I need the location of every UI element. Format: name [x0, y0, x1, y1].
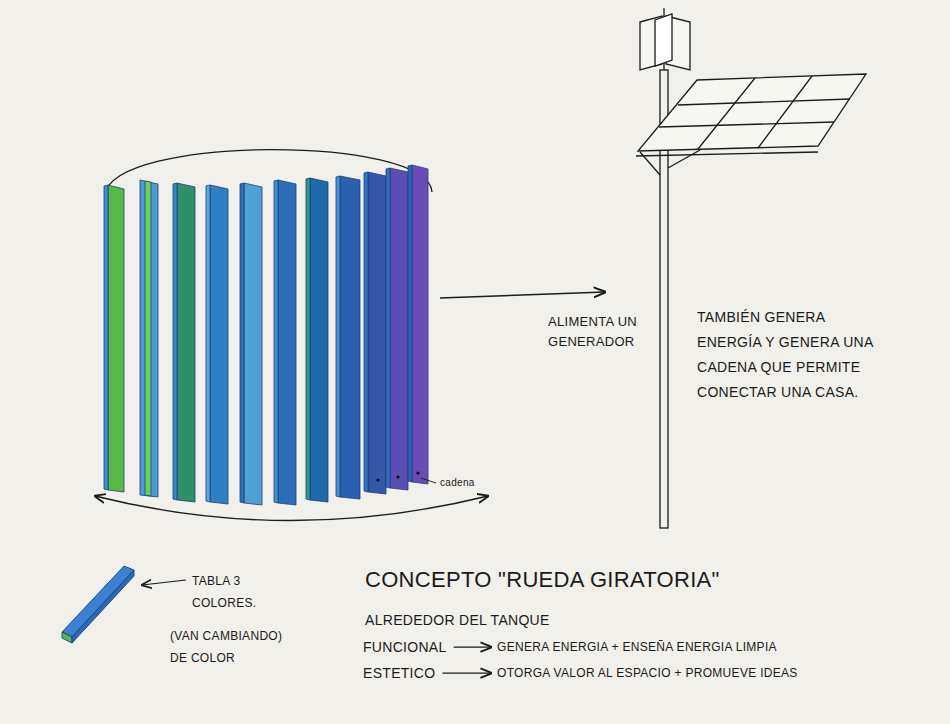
slats [104, 165, 428, 505]
subtitle-text: ALREDEDOR DEL TANQUE [365, 611, 550, 629]
concept-text: OTORGA VALOR AL ESPACIO + PROMUEVE IDEAS [497, 666, 798, 682]
leader-arrow [142, 580, 186, 585]
part-label: cadena [440, 476, 475, 489]
note-text: (VAN CAMBIANDO) DE COLOR [170, 625, 298, 669]
note-text: TAMBIÉN GENERA ENERGÍA Y GENERA UNA CADE… [697, 305, 875, 405]
concept-arrow [454, 646, 491, 647]
note-text: ALIMENTA UN GENERADOR [548, 312, 658, 352]
concept-title: CONCEPTO "RUEDA GIRATORIA" [365, 566, 720, 595]
leader-line [421, 478, 436, 483]
feed-arrow [440, 292, 605, 298]
rotation-arrow [95, 496, 488, 521]
rotating-wheel [95, 150, 488, 521]
concept-arrow [442, 672, 491, 673]
concept-arrows [442, 647, 491, 673]
board-sample [62, 566, 134, 643]
concept-term: ESTETICO [363, 664, 435, 682]
part-label: TABLA 3 COLORES. [192, 570, 277, 614]
concept-text: GENERA ENERGIA + ENSEÑA ENERGIA LIMPIA [497, 640, 777, 656]
chain-dots [376, 471, 419, 481]
concept-term: FUNCIONAL [363, 638, 447, 656]
solar-wind-pole [636, 8, 866, 528]
